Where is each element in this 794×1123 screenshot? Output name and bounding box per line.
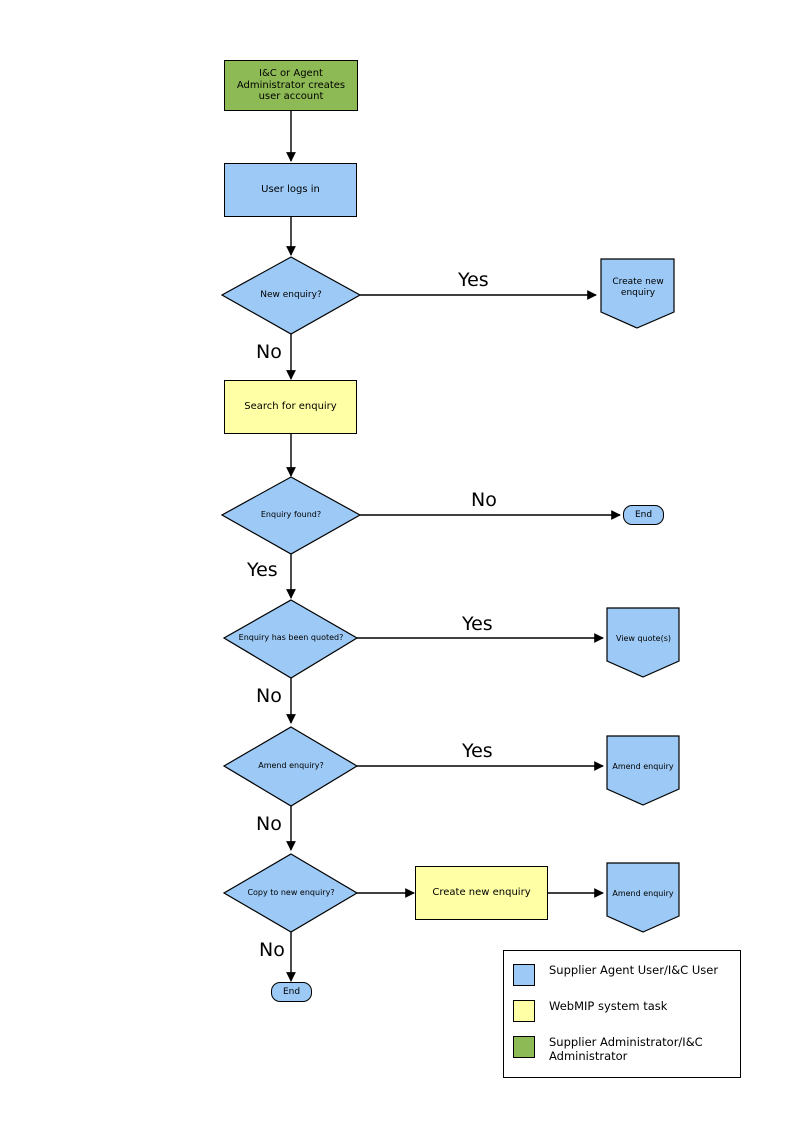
process-admin-creates-account-label: I&C or Agent Administrator creates user … [236,67,346,103]
process-create-new-enquiry-bottom-label: Create new enquiry [432,887,531,899]
manual-op-amend-enquiry-shape [606,735,680,806]
decision-enquiry-quoted-label: Enquiry has been quoted? [238,633,344,643]
manual-op-amend-enquiry[interactable]: Amend enquiry [606,753,680,781]
edge-label-quoted-yes: Yes [462,613,493,635]
process-search-for-enquiry-label: Search for enquiry [244,401,337,413]
manual-op-create-new-enquiry[interactable]: Create new enquiry [603,272,673,304]
edge-label-copy-no: No [259,939,285,961]
legend-swatch-green [513,1036,535,1058]
manual-op-view-quotes[interactable]: View quote(s) [608,625,679,653]
decision-enquiry-found[interactable]: Enquiry found? [240,495,342,535]
edge-label-enquiry-found-yes: Yes [247,559,278,581]
process-search-for-enquiry[interactable]: Search for enquiry [224,380,357,434]
decision-copy-to-new[interactable]: Copy to new enquiry? [238,873,344,913]
edge-label-new-enquiry-yes: Yes [458,269,489,291]
manual-op-amend-enquiry-after-copy[interactable]: Amend enquiry [606,880,680,908]
edge-label-quoted-no: No [256,685,282,707]
process-user-logs-in-label: User logs in [261,184,320,196]
decision-amend-enquiry-shape [222,726,359,807]
manual-op-view-quotes-label: View quote(s) [615,634,672,644]
edge-label-amend-yes: Yes [462,740,493,762]
process-user-logs-in[interactable]: User logs in [224,163,357,217]
edge-label-amend-no: No [256,813,282,835]
legend-item-webmip-system-task: WebMIP system task [513,999,735,1022]
edge-label-enquiry-found-no: No [471,489,497,511]
terminator-end-bottom[interactable]: End [271,982,312,1002]
decision-copy-to-new-label: Copy to new enquiry? [247,888,335,898]
terminator-end-not-found[interactable]: End [623,505,664,525]
decision-new-enquiry[interactable]: New enquiry? [232,275,350,315]
process-admin-creates-account[interactable]: I&C or Agent Administrator creates user … [224,60,358,111]
legend-item-supplier-agent-user: Supplier Agent User/I&C User [513,963,735,986]
decision-enquiry-found-label: Enquiry found? [260,510,322,520]
edge-label-new-enquiry-no: No [256,341,282,363]
legend-swatch-yellow [513,1000,535,1022]
decision-enquiry-quoted[interactable]: Enquiry has been quoted? [236,618,346,658]
decision-amend-enquiry[interactable]: Amend enquiry? [244,746,338,786]
decision-new-enquiry-shape [220,256,362,335]
manual-op-create-new-enquiry-label: Create new enquiry [612,277,664,298]
legend-item-supplier-administrator: Supplier Administrator/I&C Administrator [513,1035,735,1064]
manual-op-amend-enquiry-after-copy-shape [606,862,680,933]
decision-enquiry-quoted-shape [222,599,359,679]
decision-copy-to-new-shape [222,853,359,933]
legend [503,950,741,1078]
terminator-end-not-found-label: End [634,509,653,520]
manual-op-amend-enquiry-label: Amend enquiry [612,762,674,772]
legend-swatch-blue [513,964,535,986]
legend-label-supplier-agent-user: Supplier Agent User/I&C User [549,963,719,977]
legend-label-webmip-system-task: WebMIP system task [549,999,668,1013]
process-create-new-enquiry-bottom[interactable]: Create new enquiry [415,866,548,920]
decision-enquiry-found-shape [220,476,362,555]
decision-new-enquiry-label: New enquiry? [260,289,322,300]
manual-op-create-new-enquiry-shape [600,258,675,329]
decision-amend-enquiry-label: Amend enquiry? [258,761,324,771]
manual-op-view-quotes-shape [606,607,680,678]
legend-label-supplier-administrator: Supplier Administrator/I&C Administrator [549,1035,703,1063]
manual-op-amend-enquiry-after-copy-label: Amend enquiry [612,889,674,899]
terminator-end-bottom-label: End [282,986,301,997]
